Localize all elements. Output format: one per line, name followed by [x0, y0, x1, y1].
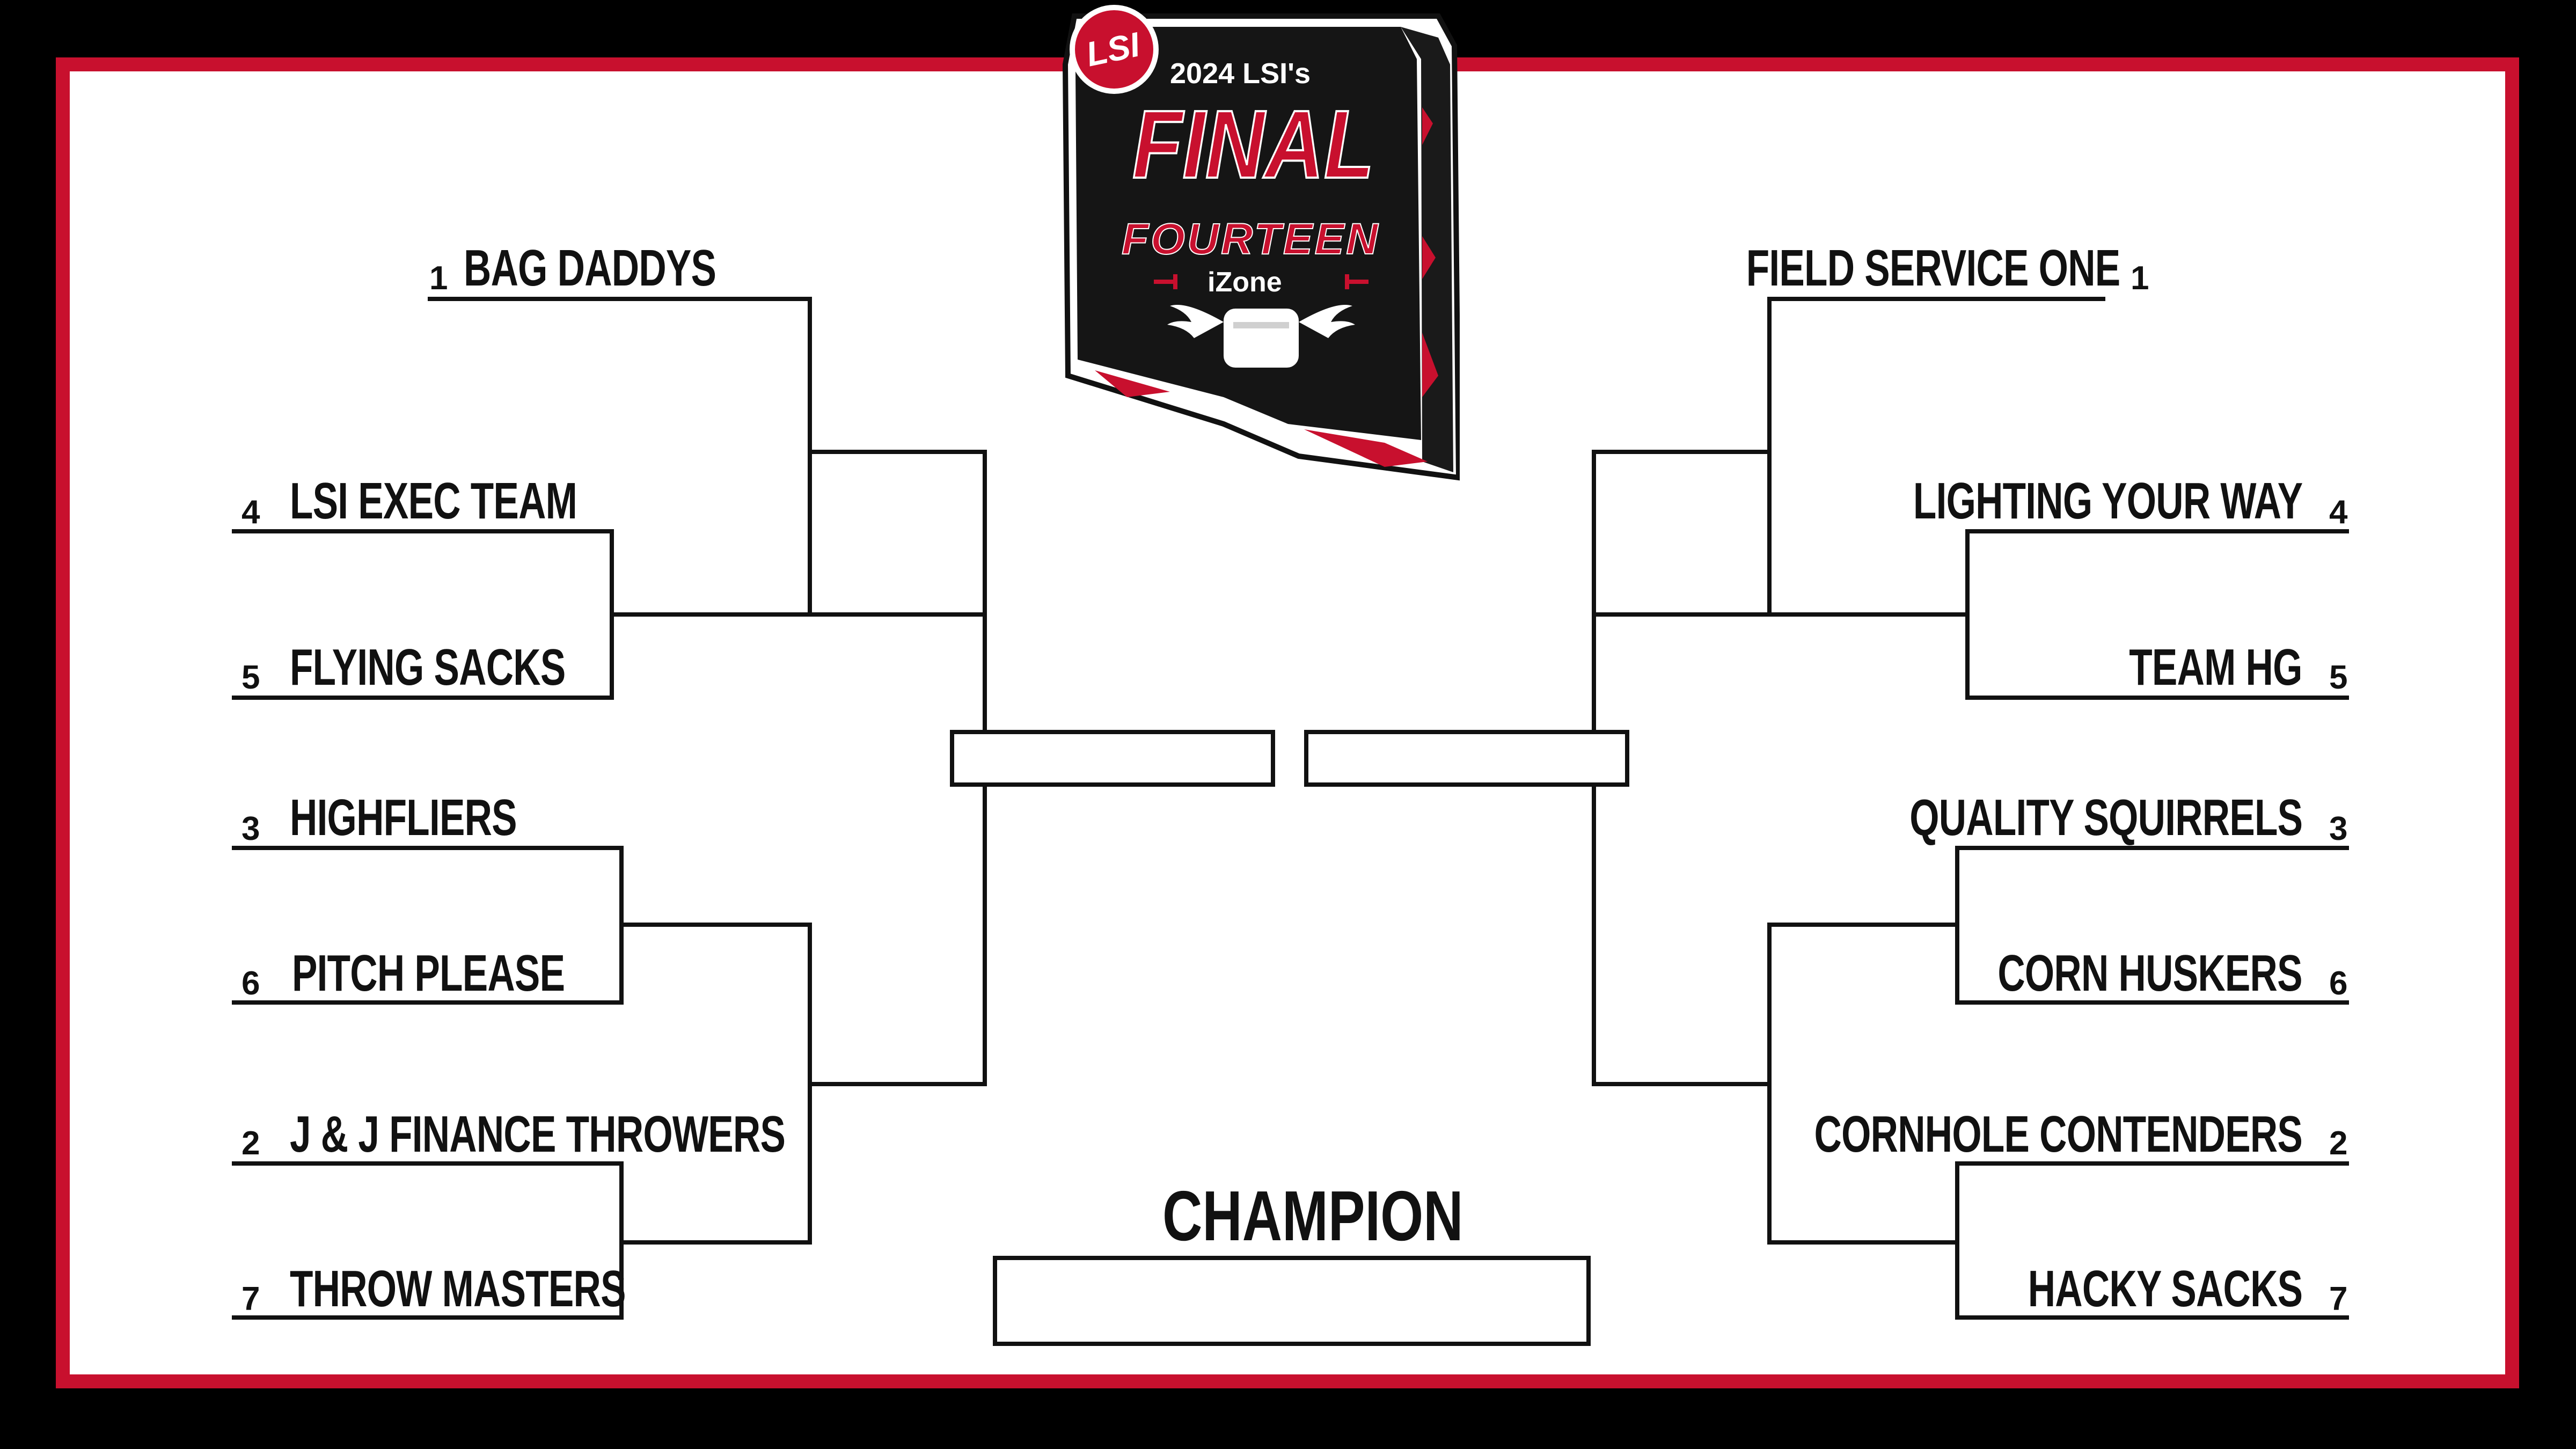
right-team-name: CORN HUSKERS	[1997, 945, 2303, 1002]
left-team-name: J & J FINANCE THROWERS	[290, 1106, 786, 1163]
left-line-quarter-bottom	[619, 923, 812, 1245]
right-seed: 6	[2329, 965, 2348, 1002]
right-line-quarter-bottom	[1767, 923, 1959, 1245]
right-seed: 5	[2329, 659, 2348, 696]
right-seed: 4	[2329, 494, 2348, 531]
champion-box[interactable]	[993, 1256, 1591, 1346]
right-team-name: HACKY SACKS	[2028, 1260, 2302, 1318]
right-line-seed1	[1592, 297, 2105, 617]
right-seed: 1	[2131, 260, 2149, 297]
right-seed: 3	[2329, 810, 2348, 847]
left-seed: 5	[241, 659, 260, 696]
logo-word-final: FINAL	[1131, 91, 1375, 199]
right-team-name: LIGHTING YOUR WAY	[1913, 472, 2302, 530]
right-finalist-box[interactable]	[1304, 730, 1629, 787]
logo-word-fourteen: FOURTEEN	[1121, 215, 1380, 264]
left-seed: 7	[241, 1280, 260, 1318]
winged-bag-icon	[1167, 305, 1355, 368]
left-line-seed1	[428, 297, 984, 617]
left-team-name: FLYING SACKS	[290, 639, 566, 696]
champion-label: CHAMPION	[1162, 1176, 1463, 1255]
left-seed: 1	[429, 260, 448, 297]
event-logo: LSI 2024 LSI's FINAL FOURTEEN iZone	[1063, 0, 1460, 483]
left-team-name: LSI EXEC TEAM	[290, 472, 577, 530]
left-finalist-box[interactable]	[950, 730, 1275, 787]
right-seed: 7	[2329, 1280, 2348, 1318]
left-seed: 4	[241, 494, 260, 531]
logo-year-line: 2024 LSI's	[1170, 57, 1311, 90]
right-team-name: QUALITY SQUIRRELS	[1909, 789, 2303, 846]
right-seed: 2	[2329, 1125, 2348, 1162]
left-team-name: PITCH PLEASE	[292, 945, 565, 1002]
left-seed: 2	[241, 1125, 260, 1162]
left-team-name: BAG DADDYS	[464, 239, 716, 297]
left-seed: 6	[241, 965, 260, 1002]
left-seed: 3	[241, 810, 260, 847]
right-team-name: CORNHOLE CONTENDERS	[1814, 1106, 2303, 1163]
logo-shield-icon	[1063, 5, 1460, 481]
right-team-name: TEAM HG	[2129, 639, 2303, 696]
right-team-name: FIELD SERVICE ONE	[1746, 239, 2120, 297]
left-team-name: HIGHFLIERS	[290, 789, 517, 846]
logo-word-izone: iZone	[1208, 267, 1282, 298]
left-team-name: THROW MASTERS	[290, 1260, 626, 1318]
